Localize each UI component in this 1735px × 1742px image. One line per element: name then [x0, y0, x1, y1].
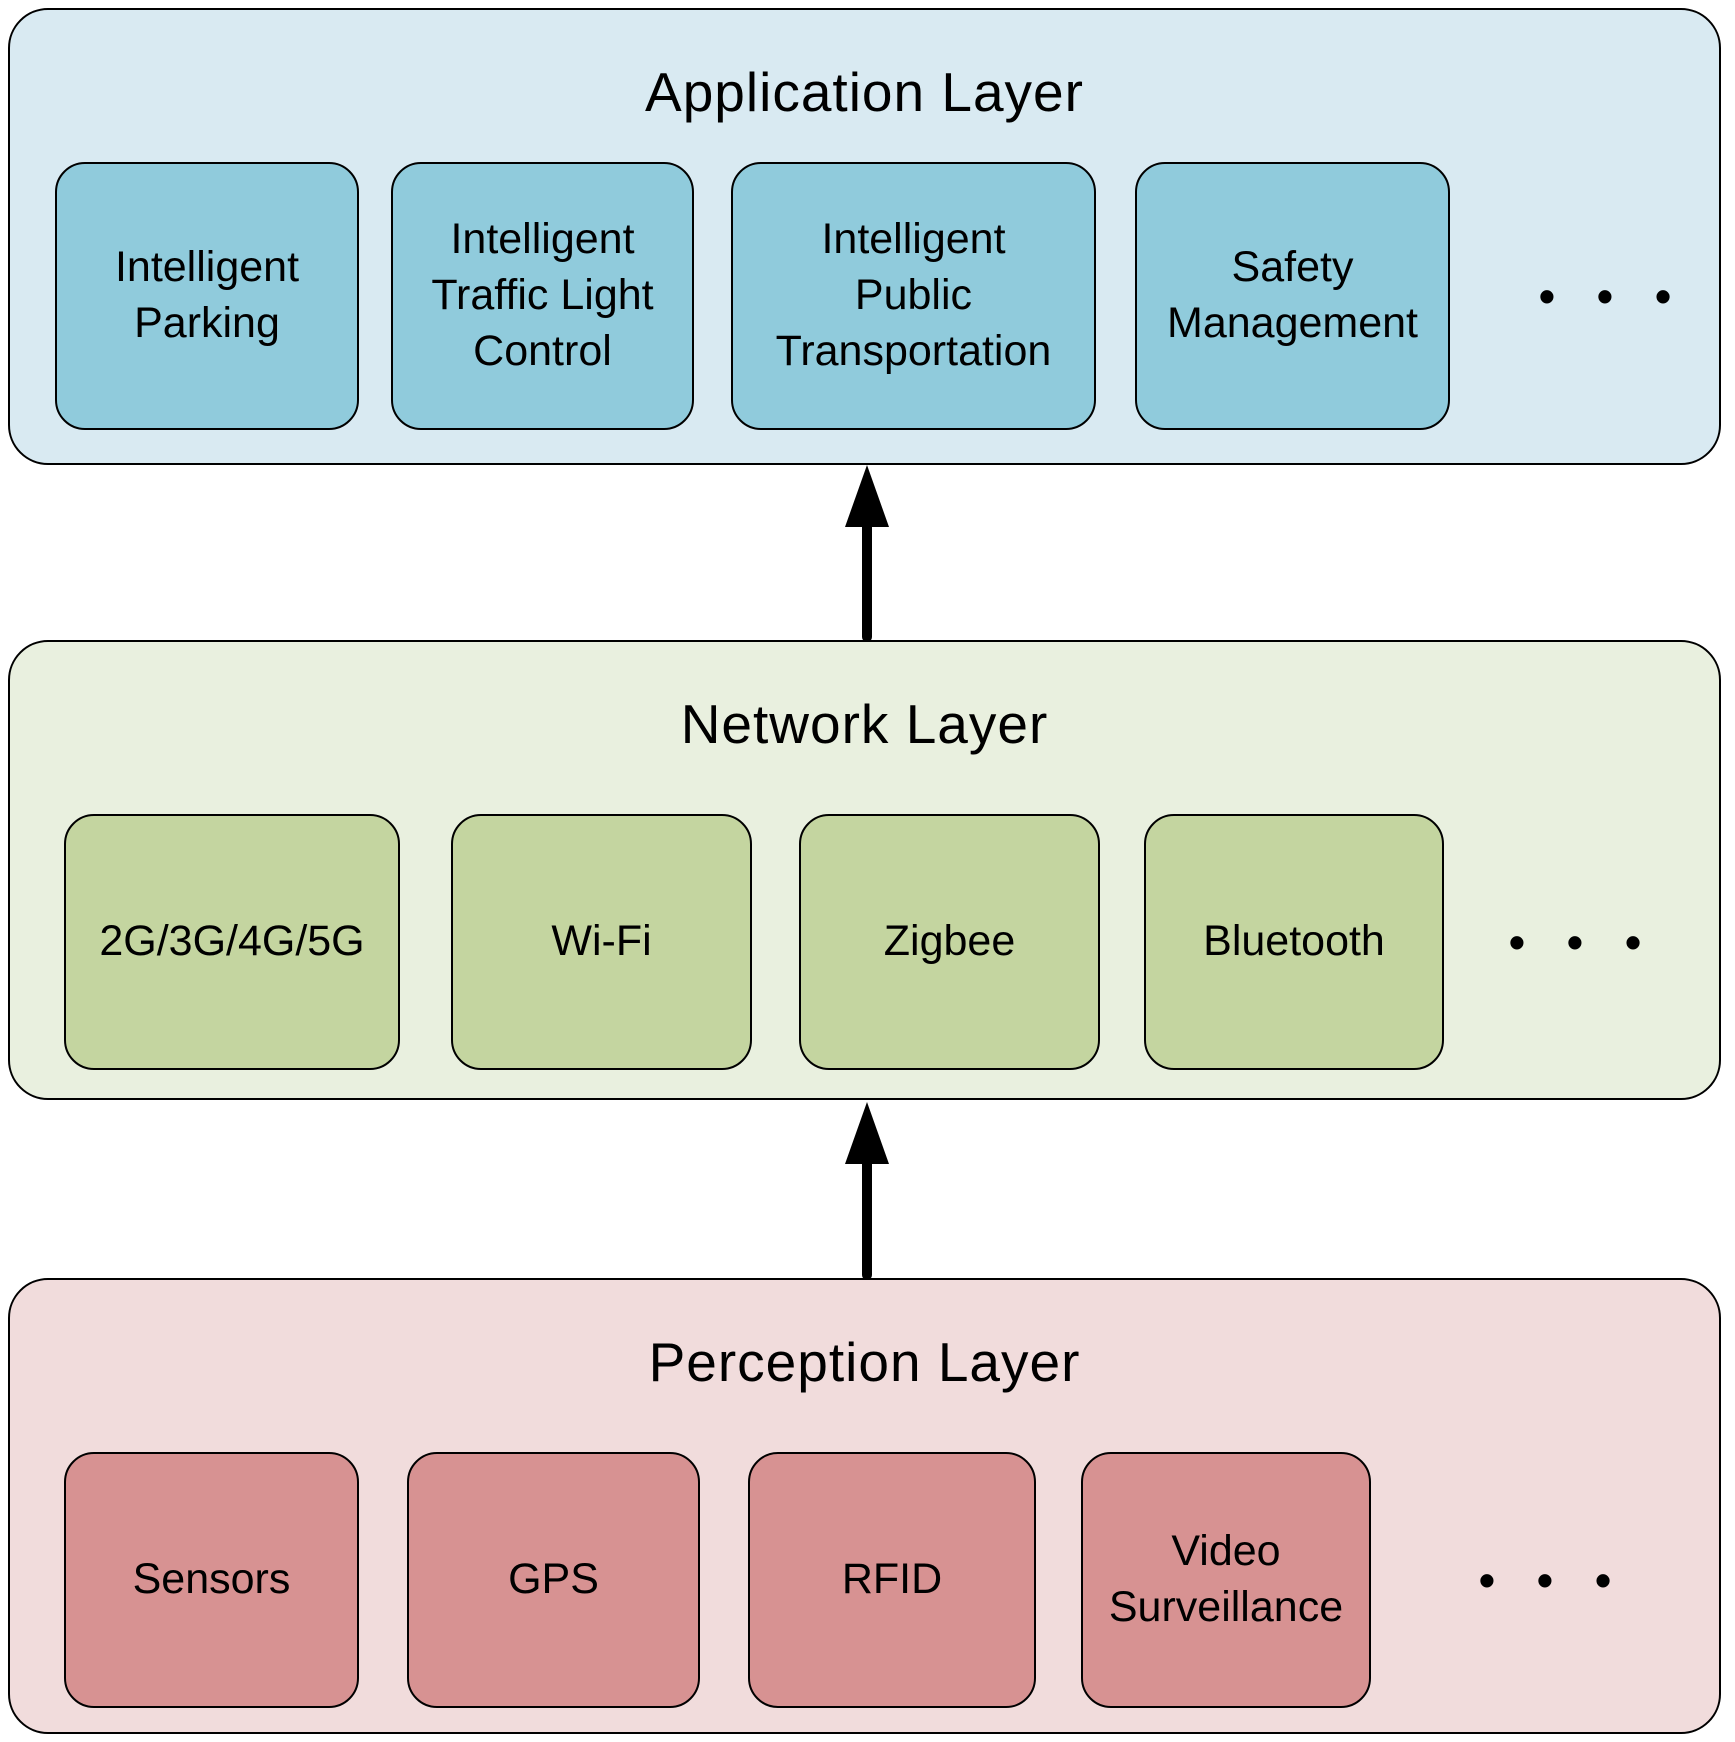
perception-ellipsis: ••• [1478, 1554, 1654, 1606]
box-label: 2G/3G/4G/5G [99, 917, 365, 966]
network-box-bluetooth: Bluetooth [1144, 814, 1444, 1070]
application-layer: Application Layer Intelligent Parking In… [8, 8, 1721, 465]
box-label: GPS [508, 1555, 599, 1604]
up-arrow-network-to-application-icon [845, 465, 889, 642]
box-label: Video Surveillance [1108, 1527, 1344, 1631]
box-label: Intelligent Traffic Light Control [431, 215, 654, 375]
box-label: Safety Management [1167, 243, 1418, 347]
box-label: Sensors [132, 1555, 291, 1604]
perception-box-sensors: Sensors [64, 1452, 359, 1708]
box-label: Intelligent Parking [114, 243, 300, 347]
network-box-cellular: 2G/3G/4G/5G [64, 814, 400, 1070]
application-box-safety-management: Safety Management [1135, 162, 1450, 430]
perception-layer: Perception Layer Sensors GPS RFID Video … [8, 1278, 1721, 1734]
up-arrow-perception-to-network-icon [845, 1102, 889, 1280]
network-box-wifi: Wi-Fi [451, 814, 752, 1070]
application-box-intelligent-public-transportation: Intelligent Public Transportation [731, 162, 1096, 430]
perception-box-rfid: RFID [748, 1452, 1036, 1708]
box-label: RFID [841, 1555, 943, 1604]
perception-box-gps: GPS [407, 1452, 700, 1708]
box-label: Bluetooth [1203, 917, 1385, 966]
network-layer: Network Layer 2G/3G/4G/5G Wi-Fi Zigbee B… [8, 640, 1721, 1100]
application-box-intelligent-traffic-light-control: Intelligent Traffic Light Control [391, 162, 694, 430]
network-ellipsis: ••• [1508, 916, 1684, 968]
perception-layer-title: Perception Layer [648, 1331, 1081, 1393]
application-layer-title: Application Layer [645, 61, 1084, 123]
box-label: Wi-Fi [551, 917, 652, 966]
network-box-zigbee: Zigbee [799, 814, 1100, 1070]
box-label: Zigbee [883, 917, 1016, 966]
perception-box-video-surveillance: Video Surveillance [1081, 1452, 1371, 1708]
box-label: Intelligent Public Transportation [775, 215, 1052, 375]
application-box-intelligent-parking: Intelligent Parking [55, 162, 359, 430]
network-layer-title: Network Layer [680, 693, 1049, 755]
application-ellipsis: ••• [1538, 270, 1714, 322]
